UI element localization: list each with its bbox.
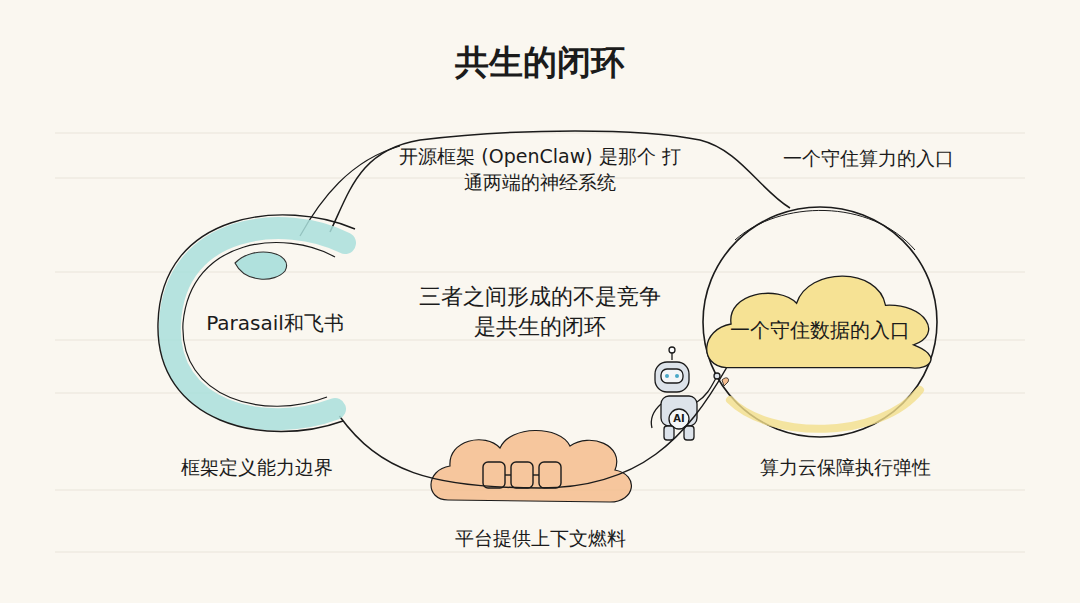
compute-circle [703, 207, 937, 437]
ruled-lines [55, 133, 1025, 552]
robot-badge: AI [669, 412, 689, 426]
framework-note: 开源框架 (OpenClaw) 是那个 打通两端的神经系统 [399, 144, 681, 195]
platform-cloud [431, 430, 631, 502]
partner-loop: Parasail和飞书 [160, 212, 390, 434]
caption-right: 算力云保障执行弹性 [720, 455, 970, 481]
yellow-stroke [730, 390, 920, 429]
title: 共生的闭环 [0, 40, 1080, 86]
compute-note: 一个守住算力的入口 [743, 146, 993, 172]
caption-left: 框架定义能力边界 [142, 455, 372, 481]
data-cloud: 一个守住数据的入口 [703, 272, 937, 376]
circle-sketch [735, 210, 915, 250]
center-statement: 三者之间形成的不是竞争 是共生的闭环 [409, 282, 671, 341]
node-label: 一个守住数据的入口 [730, 305, 910, 344]
node-label: Parasail和飞书 [206, 310, 344, 337]
loop-connector [339, 368, 726, 488]
caption-bottom: 平台提供上下文燃料 [415, 526, 665, 552]
